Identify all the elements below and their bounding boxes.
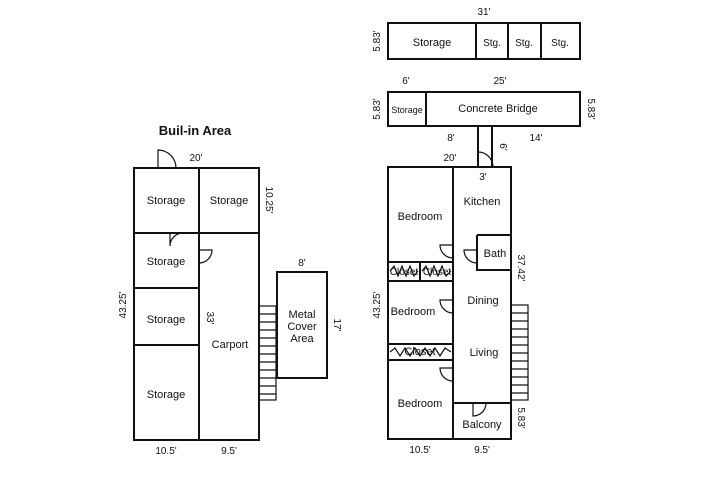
room-storage-1: Storage [147, 195, 186, 207]
dim-connector-height: 6' [497, 143, 508, 151]
balcony-door-icon [472, 402, 487, 417]
dim-metal-height: 17' [331, 318, 342, 331]
dim-carport-height: 33' [204, 311, 215, 324]
bedroom-2-door-icon [439, 299, 454, 314]
top-stg-label-1: Stg. [483, 38, 501, 49]
room-closet-3: Closet [404, 346, 435, 358]
room-closet-2: Closet [423, 267, 452, 278]
top-stg-label-2: Stg. [515, 38, 533, 49]
dim-house-top: 20' [443, 153, 456, 164]
bridge-storage-label: Storage [391, 105, 423, 115]
house-entry-door-icon [477, 151, 494, 168]
left-entry-door-icon [157, 149, 177, 169]
bath-walls [476, 234, 511, 271]
metal-cover-area [276, 271, 328, 379]
left-carport-door-icon [198, 249, 213, 264]
dim-left-bottom-left: 10.5' [155, 446, 176, 457]
dim-house-bottom-right: 9.5' [474, 445, 490, 456]
room-bedroom-3: Bedroom [398, 398, 443, 410]
room-bath: Bath [484, 248, 507, 260]
dim-balcony-side: 5.83' [515, 407, 526, 428]
bridge-connector [477, 126, 493, 167]
room-carport: Carport [212, 339, 249, 351]
dim-left-bottom-right: 9.5' [221, 446, 237, 457]
closet-3-door-icon [389, 346, 452, 358]
room-balcony: Balcony [462, 419, 502, 431]
dim-house-height: 43.25' [372, 291, 383, 318]
dim-left-right-upper: 10.25' [263, 187, 274, 214]
left-storage-door-icon [169, 232, 184, 247]
room-storage-4: Storage [147, 314, 186, 326]
dim-right-span: 14' [529, 133, 542, 144]
room-closet-1: Closet [390, 267, 419, 278]
dim-connector-width: 8' [447, 133, 455, 144]
room-bedroom-2: Bedroom [391, 306, 436, 318]
bedroom-3-door-icon [439, 367, 454, 382]
dim-metal-width: 8' [298, 258, 306, 269]
dim-bridge-width: 25' [493, 76, 506, 87]
metal-cover-line-3: Area [290, 333, 314, 345]
left-stairs-icon [258, 305, 277, 401]
right-stairs-icon [510, 304, 529, 401]
top-storage-label: Storage [413, 37, 452, 49]
dim-top-storage-height: 5.83' [372, 30, 383, 51]
dim-bridge-left-height: 5.83' [372, 98, 383, 119]
dim-bath-side: 37.42' [515, 255, 526, 282]
house-outer-wall [387, 166, 512, 440]
room-storage-2: Storage [210, 195, 249, 207]
dim-bridge-storage-width: 6' [402, 76, 410, 87]
bath-door-icon [463, 249, 478, 264]
room-storage-5: Storage [147, 389, 186, 401]
dim-left-height: 43.25' [118, 291, 129, 318]
dim-house-bottom-left: 10.5' [409, 445, 430, 456]
plan-title: Buil-in Area [159, 123, 232, 138]
bedroom-1-door-icon [439, 244, 454, 259]
metal-cover-line-2: Cover [287, 321, 317, 333]
top-storage-strip [387, 22, 581, 60]
metal-cover-line-1: Metal [289, 309, 316, 321]
dim-bridge-right-height: 5.83' [585, 98, 596, 119]
room-living: Living [470, 347, 499, 359]
top-stg-label-3: Stg. [551, 38, 569, 49]
room-kitchen: Kitchen [464, 196, 501, 208]
dim-top-storage-width: 31' [477, 7, 490, 18]
dim-door-gap: 3' [479, 172, 487, 183]
room-bedroom-1: Bedroom [398, 211, 443, 223]
room-dining: Dining [467, 295, 498, 307]
concrete-bridge [387, 91, 581, 127]
closet-1-door-icon [389, 264, 419, 278]
right-plan: Storage Stg. Stg. Stg. 31' 5.83' Storage… [372, 7, 596, 456]
left-outer-wall [133, 167, 260, 441]
dim-left-top: 20' [189, 153, 202, 164]
room-storage-3: Storage [147, 256, 186, 268]
closet-2-door-icon [421, 264, 452, 278]
left-plan: Buil-in Area [118, 123, 342, 457]
bridge-label: Concrete Bridge [458, 103, 538, 115]
